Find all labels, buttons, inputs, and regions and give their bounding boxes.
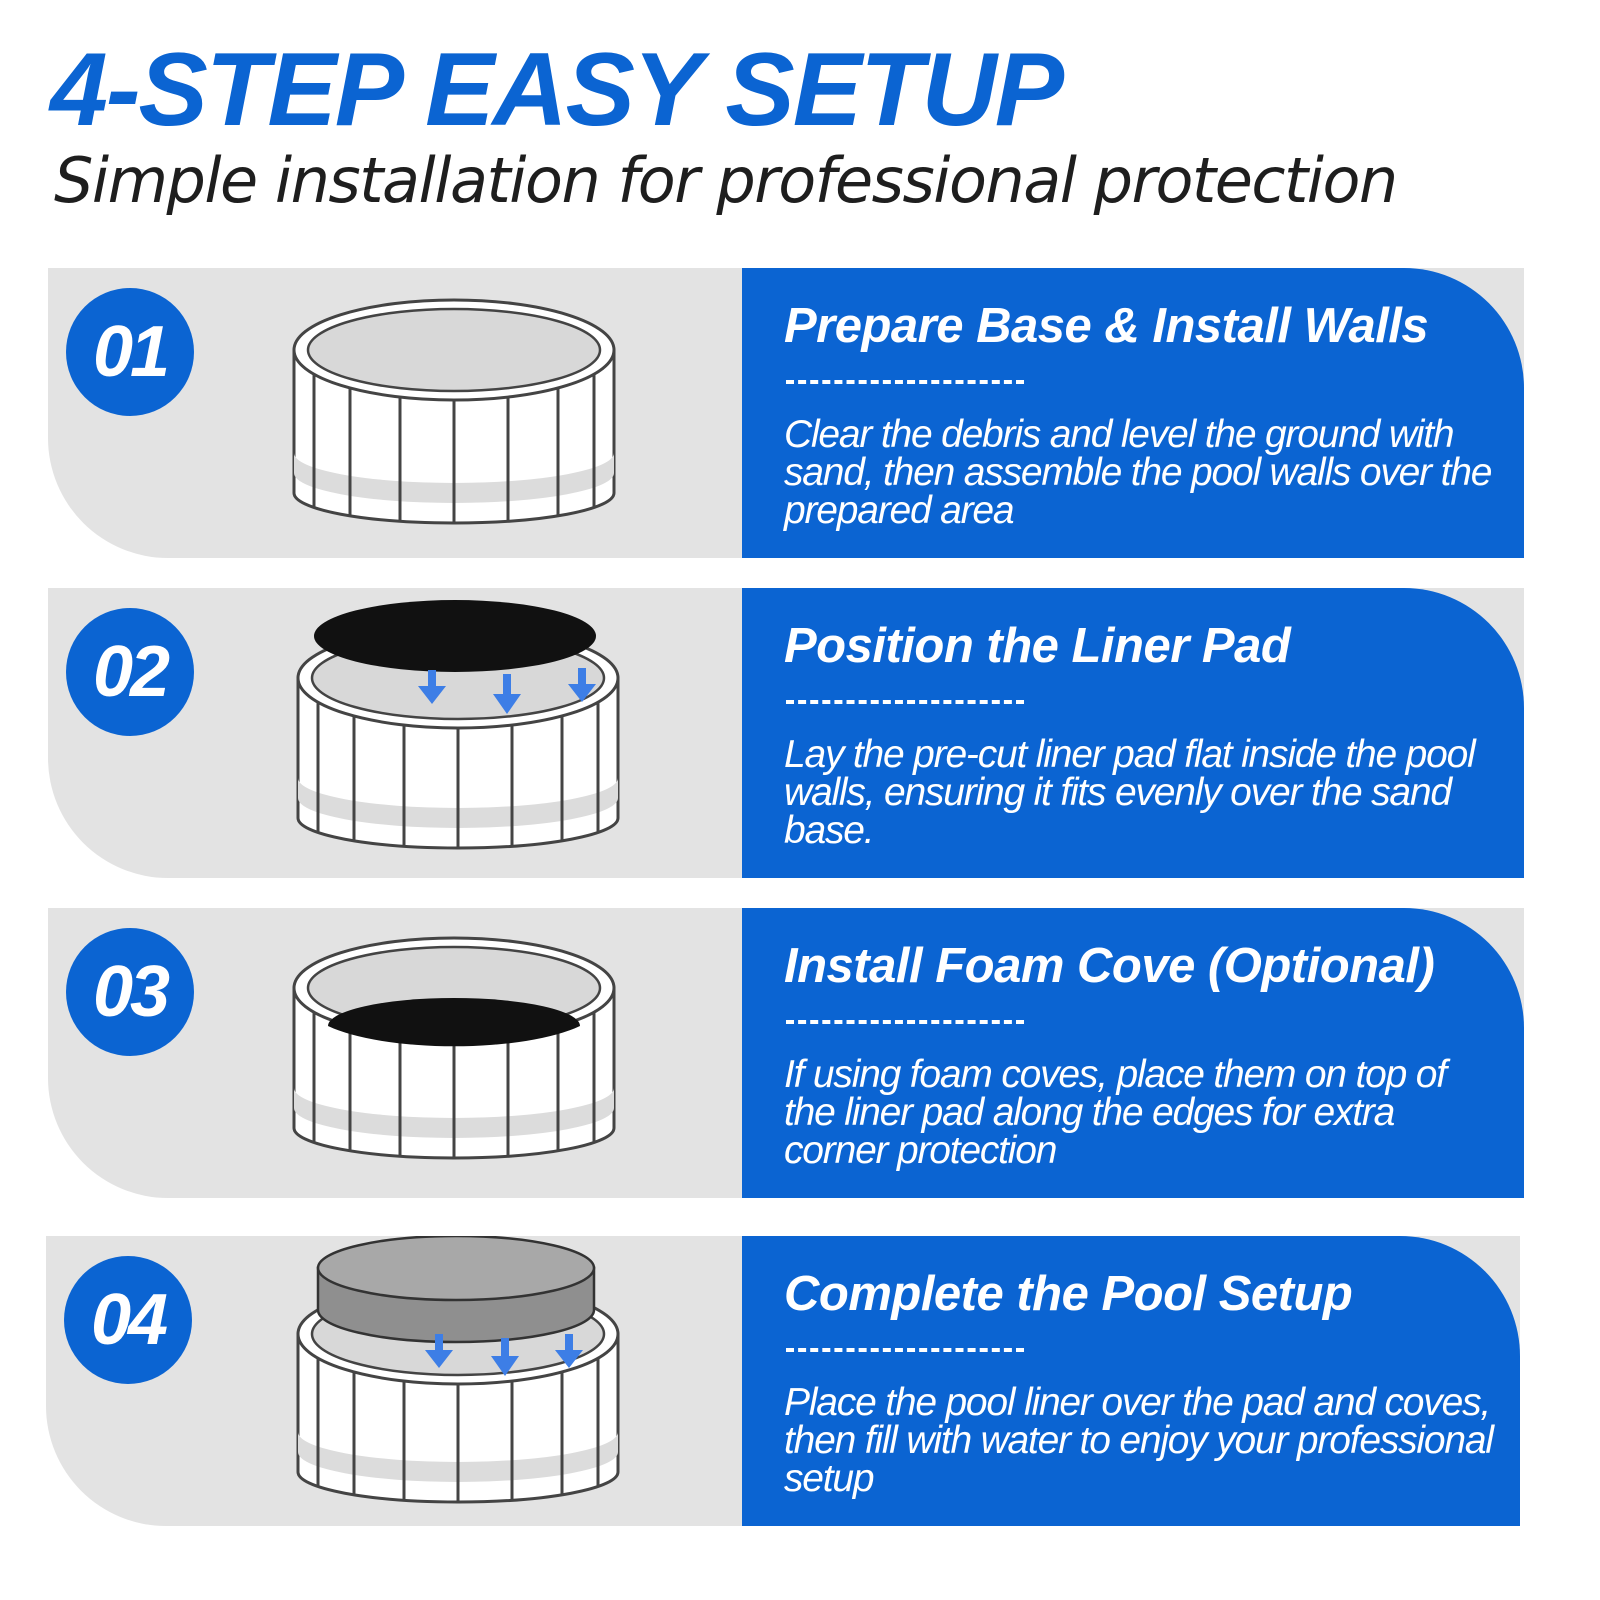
step-description: Place the pool liner over the pad and co… xyxy=(784,1381,1494,1500)
step-number: 02 xyxy=(92,632,170,712)
pool-liner-placement-icon xyxy=(296,1236,620,1504)
step-title: Prepare Base & Install Walls xyxy=(784,299,1429,353)
dashed-divider xyxy=(786,1020,1024,1024)
step-title: Position the Liner Pad xyxy=(784,619,1291,673)
page-subtitle: Simple installation for professional pro… xyxy=(54,144,1398,217)
step-description: Clear the debris and level the ground wi… xyxy=(784,413,1492,532)
step-card-2: 02 Position the Liner Pad Lay the pre-cu… xyxy=(48,588,1524,878)
down-arrow-icon xyxy=(425,1334,583,1376)
dashed-divider xyxy=(786,1348,1024,1352)
step-description: If using foam coves, place them on top o… xyxy=(784,1053,1447,1172)
dashed-divider xyxy=(786,380,1024,384)
step-info-panel: Position the Liner Pad Lay the pre-cut l… xyxy=(742,588,1524,878)
step-card-4: 04 Complete the Pool Setup Place the poo… xyxy=(46,1236,1520,1526)
dashed-divider xyxy=(786,700,1024,704)
step-number-badge: 04 xyxy=(64,1256,192,1384)
step-info-panel: Complete the Pool Setup Place the pool l… xyxy=(742,1236,1520,1526)
step-title: Complete the Pool Setup xyxy=(784,1267,1353,1321)
step-number-badge: 01 xyxy=(66,288,194,416)
page-title: 4-STEP EASY SETUP xyxy=(50,32,1064,148)
step-number-badge: 03 xyxy=(66,928,194,1056)
down-arrow-icon xyxy=(418,668,596,714)
step-number-badge: 02 xyxy=(66,608,194,736)
step-number: 01 xyxy=(92,312,170,392)
liner-pad-placement-icon xyxy=(296,600,620,850)
step-card-3: 03 Install Foam Cove (Optional) If using… xyxy=(48,908,1524,1198)
step-number: 03 xyxy=(92,952,170,1032)
step-title: Install Foam Cove (Optional) xyxy=(784,939,1435,993)
pool-with-pad-icon xyxy=(292,936,616,1160)
step-description: Lay the pre-cut liner pad flat inside th… xyxy=(784,733,1476,852)
step-info-panel: Install Foam Cove (Optional) If using fo… xyxy=(742,908,1524,1198)
pool-frame-icon xyxy=(292,298,616,525)
step-number: 04 xyxy=(90,1280,168,1360)
step-card-1: 01 Prepare Base & Install Walls Clear th… xyxy=(48,268,1524,558)
step-info-panel: Prepare Base & Install Walls Clear the d… xyxy=(742,268,1524,558)
